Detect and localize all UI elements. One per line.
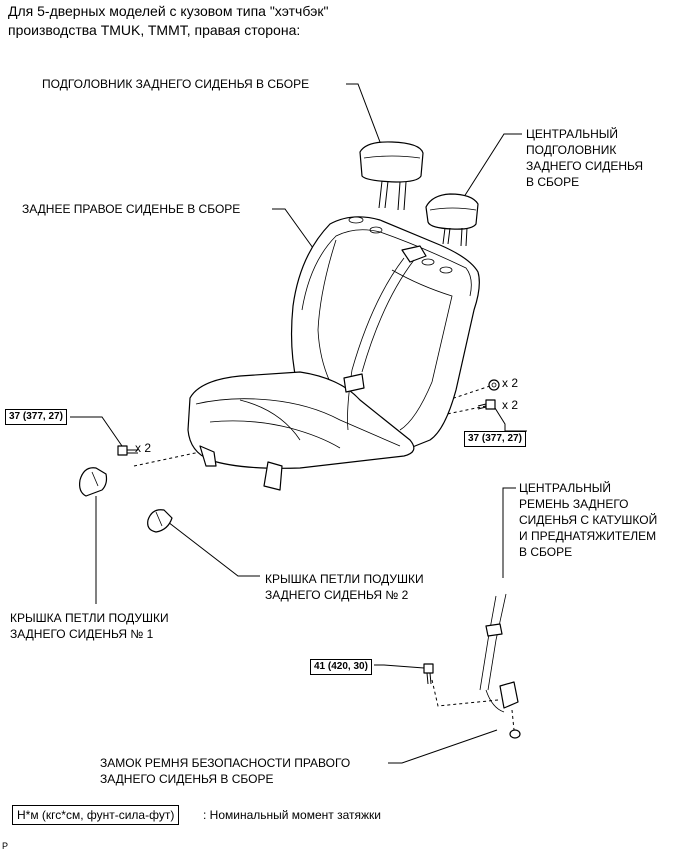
leader-center-headrest (461, 133, 522, 201)
label-buckle-line2: ЗАДНЕГО СИДЕНЬЯ В СБОРЕ (100, 772, 274, 786)
leader-center-belt (502, 487, 516, 578)
label-rear-headrest: ПОДГОЛОВНИК ЗАДНЕГО СИДЕНЬЯ В СБОРЕ (42, 77, 310, 91)
count-left-bolt: x 2 (135, 441, 152, 455)
leader-hinge-cover-2 (167, 521, 260, 577)
hinge-cover-1-icon (79, 467, 108, 497)
label-buckle-line1: ЗАМОК РЕМНЯ БЕЗОПАСНОСТИ ПРАВОГО (100, 756, 351, 770)
torque-box-left: 37 (377, 27) (5, 409, 67, 425)
nut-buckle-icon (509, 729, 521, 739)
legend-text: : Номинальный момент затяжки (203, 808, 381, 822)
label-center-belt-5: В СБОРЕ (519, 545, 573, 559)
label-hinge-cover-2-line1: КРЫШКА ПЕТЛИ ПОДУШКИ (265, 572, 424, 586)
corner-mark: P (2, 841, 9, 851)
label-center-headrest-4: В СБОРЕ (526, 175, 580, 189)
label-hinge-cover-2-line2: ЗАДНЕГО СИДЕНЬЯ № 2 (265, 588, 409, 602)
header-line-2: производства TMUK, TMMT, правая сторона: (8, 22, 301, 38)
bolt-left-icon (117, 445, 138, 456)
install-line-left (133, 451, 201, 467)
label-hinge-cover-1-line1: КРЫШКА ПЕТЛИ ПОДУШКИ (10, 611, 169, 625)
center-headrest-icon (425, 193, 479, 247)
center-belt-icon (479, 593, 519, 713)
torque-box-buckle: 41 (420, 30) (310, 659, 372, 675)
label-center-headrest-3: ЗАДНЕГО СИДЕНЬЯ (526, 159, 644, 173)
leader-left-torque (70, 416, 123, 447)
label-center-belt-3: СИДЕНЬЯ С КАТУШКОЙ (519, 513, 658, 527)
rear-headrest-icon (359, 141, 424, 211)
leader-rear-seat (272, 208, 314, 249)
torque-box-right: 37 (377, 27) (464, 431, 526, 447)
count-right-nut: x 2 (502, 376, 519, 390)
nut-right-icon (488, 379, 500, 391)
header-line-1: Для 5-дверных моделей с кузовом типа "хэ… (8, 3, 329, 19)
label-center-headrest-2: ПОДГОЛОВНИК (526, 143, 617, 157)
rear-seat-icon (187, 216, 480, 491)
label-center-headrest-1: ЦЕНТРАЛЬНЫЙ (526, 127, 619, 141)
label-center-belt-1: ЦЕНТРАЛЬНЫЙ (519, 481, 612, 495)
bolt-right-icon (477, 399, 496, 410)
install-line-buckle-nut (511, 709, 515, 731)
leader-buckle (388, 729, 498, 764)
legend-box: Н*м (кгс*см, фунт-сила-фут) (12, 805, 180, 825)
label-center-belt-4: И ПРЕДНАТЯЖИТЕЛЕМ (519, 529, 657, 543)
bolt-buckle-icon (423, 663, 434, 685)
hinge-cover-2-icon (147, 509, 173, 533)
label-center-belt-2: РЕМЕНЬ ЗАДНЕГО (519, 497, 629, 511)
label-rear-seat: ЗАДНЕЕ ПРАВОЕ СИДЕНЬЕ В СБОРЕ (22, 202, 241, 216)
label-hinge-cover-1-line2: ЗАДНЕГО СИДЕНЬЯ № 1 (10, 627, 154, 641)
install-line-buckle (431, 679, 499, 707)
count-right-bolt: x 2 (502, 398, 519, 412)
leader-rear-headrest (346, 83, 381, 143)
leader-buckle-torque (374, 664, 425, 669)
